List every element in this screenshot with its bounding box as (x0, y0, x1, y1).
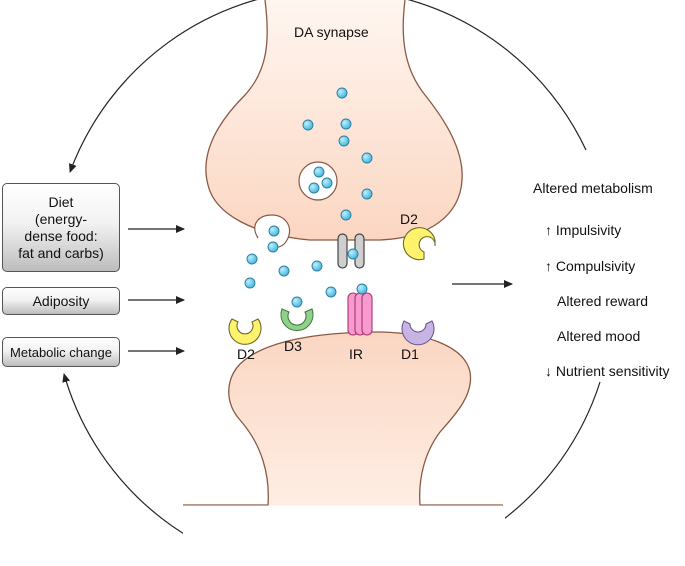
dopamine-molecule (302, 119, 314, 131)
adiposity-label: Adiposity (32, 292, 90, 309)
receptor-ir (347, 292, 373, 336)
receptor-d2-postsynaptic (228, 318, 262, 345)
dopamine-molecule (338, 135, 350, 147)
label-d2-presynaptic: D2 (400, 211, 418, 227)
dopamine-molecule (321, 177, 333, 189)
outcome-altered-reward: Altered reward (557, 293, 649, 309)
receptor-d3 (280, 308, 314, 332)
dopamine-molecule (311, 260, 323, 272)
label-ir: IR (349, 346, 363, 362)
dopamine-molecule (356, 283, 368, 295)
adiposity-box: Adiposity (2, 287, 120, 315)
diagram-title: DA synapse (294, 24, 369, 40)
dopamine-molecule (291, 296, 303, 308)
diet-line-1: Diet (48, 193, 74, 210)
dopamine-molecule (267, 241, 279, 253)
dopamine-molecule (361, 152, 373, 164)
metabolic-change-label: Metabolic change (10, 344, 112, 360)
feedback-arc-bottom (62, 373, 601, 566)
vesicle (298, 161, 338, 201)
dopamine-molecules (244, 87, 373, 308)
metabolic-change-box: Metabolic change (2, 337, 120, 367)
presynaptic-terminal (205, 0, 463, 241)
dopamine-molecule (246, 253, 258, 265)
dopamine-molecule (361, 188, 373, 200)
dopamine-molecule (340, 118, 352, 130)
dopamine-molecule (336, 87, 348, 99)
outcome-impulsivity: ↑ Impulsivity (545, 222, 622, 238)
dopamine-molecule (278, 265, 290, 277)
outcome-compulsivity: ↑ Compulsivity (545, 258, 636, 274)
dopamine-molecule (308, 182, 320, 194)
dopamine-molecule (347, 248, 359, 260)
outcome-altered-mood: Altered mood (557, 328, 641, 344)
dopamine-molecule (340, 209, 352, 221)
feedback-arc-top (69, 0, 587, 173)
dopamine-molecule (268, 225, 280, 237)
receptor-d1 (401, 320, 435, 346)
dopamine-molecule (313, 166, 325, 178)
diet-box: Diet (energy- dense food: fat and carbs) (2, 183, 120, 272)
receptor-d2-presynaptic (402, 227, 436, 261)
label-d1: D1 (401, 346, 419, 362)
baseline-mask (183, 505, 505, 566)
label-d2-postsynaptic: D2 (237, 346, 255, 362)
label-d3: D3 (284, 338, 302, 354)
dopamine-molecule (325, 286, 337, 298)
transporter (337, 233, 365, 269)
outcome-nutrient-sensitivity: ↓ Nutrient sensitivity (545, 363, 670, 379)
outcome-altered-metabolism: Altered metabolism (533, 180, 653, 196)
diet-line-2: (energy- (34, 210, 88, 227)
postsynaptic-outline (183, 331, 503, 506)
diet-line-4: fat and carbs) (18, 244, 104, 261)
dopamine-molecule (244, 277, 256, 289)
diet-line-3: dense food: (24, 227, 98, 244)
